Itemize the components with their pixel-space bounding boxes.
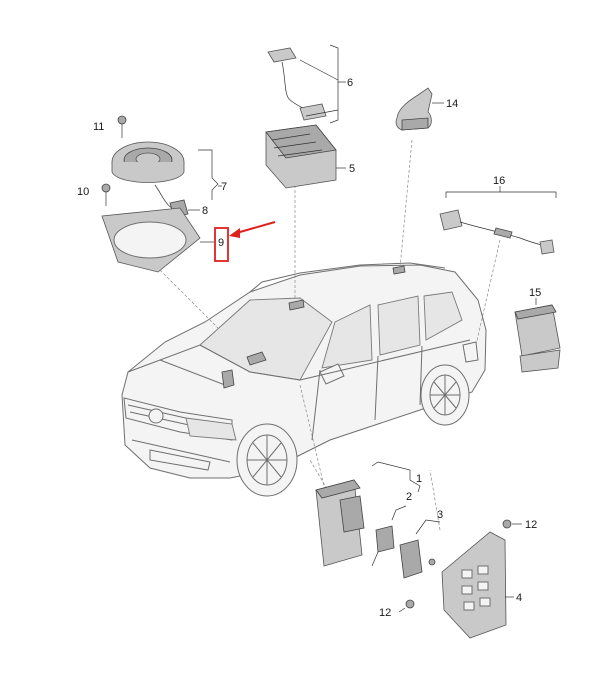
callout-9: 9 [218,237,224,249]
callout-labels: 6 14 5 16 15 11 10 7 8 9 1 2 3 12 4 12 [77,77,541,619]
part-11-screw [117,115,127,138]
part-2-connector-bracket [371,525,395,567]
rear-wheel [420,364,470,426]
highlight-marker [214,221,276,262]
part-9-speaker-ring [101,207,214,273]
part-16-antenna-cable [439,186,557,255]
front-wheel [236,423,298,497]
part-4-mounting-bracket [441,531,514,639]
part-12-screw-upper [502,519,522,529]
bracket-2 [391,505,407,521]
callout-3: 3 [437,509,443,521]
highlight-box [214,227,229,262]
callout-4: 4 [516,592,522,604]
part-6-wiring-connector [267,44,346,124]
bracket-1 [371,461,421,493]
callout-5: 5 [349,163,355,175]
part-1-control-unit [315,479,365,567]
car-illustration [121,262,487,497]
callout-10: 10 [77,186,89,198]
part-10-screw [101,183,111,206]
part-5-control-unit [265,124,346,189]
bracket-7 [198,149,219,200]
callout-16: 16 [493,175,505,187]
callout-2: 2 [406,491,412,503]
part-14-roof-antenna [395,87,444,131]
callout-8: 8 [202,205,208,217]
part-7-speaker [111,141,185,209]
callout-11: 11 [93,121,104,133]
callout-14: 14 [446,98,458,110]
callout-12-lower: 12 [379,607,391,619]
callout-12-upper: 12 [525,519,537,531]
callout-1: 1 [416,473,422,485]
part-12-screw-lower [398,599,415,613]
highlight-arrow-head [229,228,240,238]
part-3-plate [399,539,436,579]
callout-6: 6 [347,77,353,89]
callout-15: 15 [529,287,541,299]
bracket-3 [415,519,441,535]
part-15-module [514,298,561,373]
callout-7: 7 [221,181,227,193]
